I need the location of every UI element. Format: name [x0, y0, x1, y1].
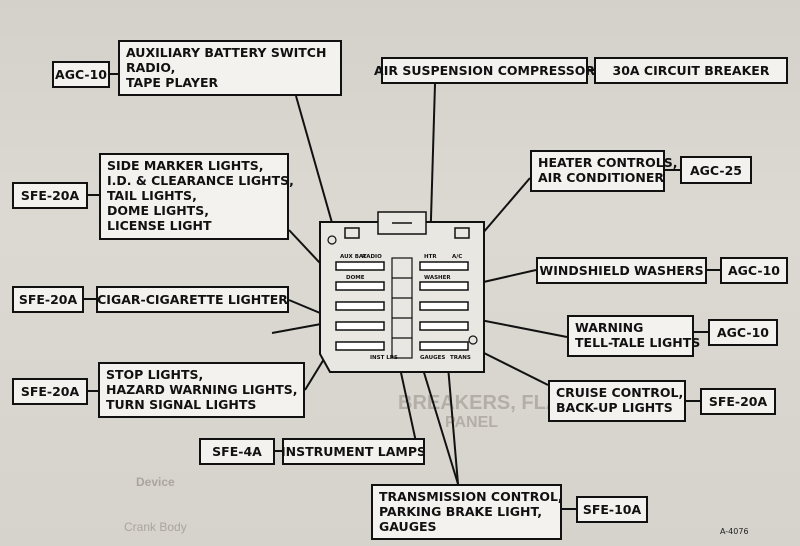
fuse-sfe20a-cigar: SFE-20A [12, 286, 84, 313]
label-cruise-control: CRUISE CONTROL, BACK-UP LIGHTS [548, 380, 686, 422]
background-subheading: PANEL [445, 414, 499, 431]
label-instrument-lamps: INSTRUMENT LAMPS [281, 438, 426, 465]
label-windshield-washers: WINDSHIELD WASHERS [536, 257, 707, 284]
fuse-agc10-washers: AGC-10 [720, 257, 788, 284]
figure-reference: A-4076 [720, 527, 749, 536]
fuse-agc10-aux: AGC-10 [52, 61, 110, 88]
fuse-sfe4a: SFE-4A [199, 438, 275, 465]
fuse-block: AUX BAT RADIO HTR A/C DOME WASHER INST L… [319, 211, 485, 373]
fuse-agc25: AGC-25 [680, 156, 752, 184]
label-circuit-breaker: 30A CIRCUIT BREAKER [594, 57, 788, 84]
slot-label-washer: WASHER [424, 275, 451, 281]
fuse-sfe20a-cruise: SFE-20A [700, 388, 776, 415]
label-warning-lights: WARNING TELL-TALE LIGHTS [567, 315, 700, 357]
slot-label-trans: TRANS [450, 355, 471, 361]
label-side-marker-lights: SIDE MARKER LIGHTS, I.D. & CLEARANCE LIG… [99, 153, 294, 240]
slot-label-ac: A/C [452, 254, 462, 260]
slot-label-gauges: GAUGES [420, 355, 445, 361]
background-column-device: Device [136, 475, 175, 489]
slot-label-radio: RADIO [362, 254, 382, 260]
fuse-sfe10a: SFE-10A [576, 496, 648, 523]
label-cigar-lighter: CIGAR-CIGARETTE LIGHTER [96, 286, 289, 313]
background-row-crank: Crank Body [124, 520, 187, 534]
label-auxiliary-battery: AUXILIARY BATTERY SWITCH RADIO, TAPE PLA… [118, 40, 342, 96]
slot-label-inst-lps: INST LPS [370, 355, 398, 361]
fuse-sfe20a-stop: SFE-20A [12, 378, 88, 405]
label-heater-controls: HEATER CONTROLS, AIR CONDITIONER [530, 150, 678, 192]
slot-label-aux-bat: AUX BAT [340, 254, 367, 260]
fuse-sfe20a-side-marker: SFE-20A [12, 182, 88, 209]
slot-label-htr: HTR [424, 254, 437, 260]
slot-label-dome: DOME [346, 275, 365, 281]
label-stop-lights: STOP LIGHTS, HAZARD WARNING LIGHTS, TURN… [98, 362, 305, 418]
label-transmission-control: TRANSMISSION CONTROL, PARKING BRAKE LIGH… [371, 484, 563, 540]
fuse-agc10-warning: AGC-10 [708, 319, 778, 346]
label-air-suspension: AIR SUSPENSION COMPRESSOR [374, 57, 595, 84]
